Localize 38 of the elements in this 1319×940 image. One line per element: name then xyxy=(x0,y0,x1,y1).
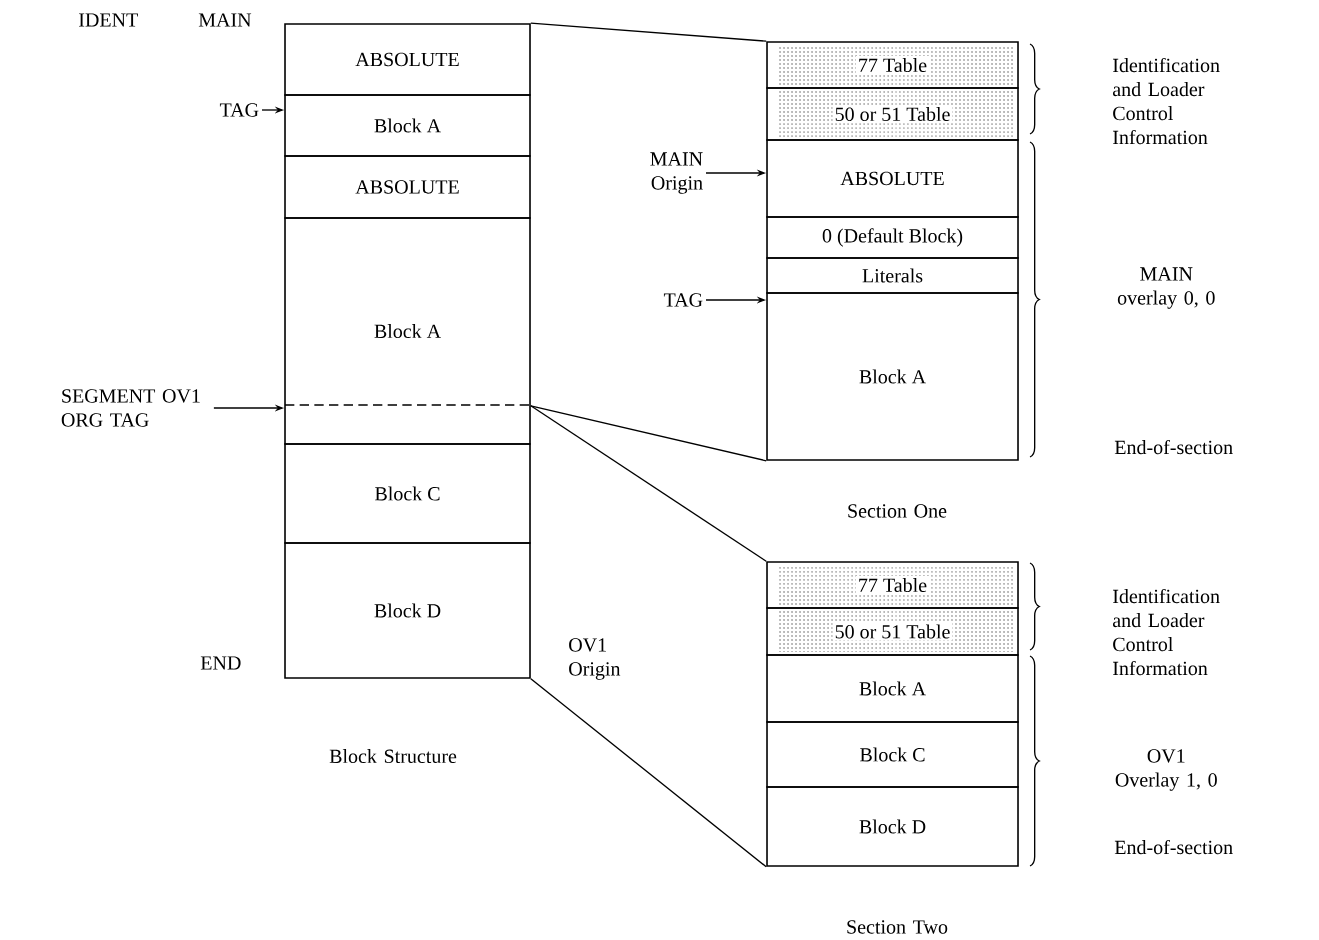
projection-line xyxy=(530,405,767,562)
label: MAIN xyxy=(198,13,252,27)
table-cell: 50 or 51 Table xyxy=(766,87,1019,141)
memory-block: Block A xyxy=(284,217,531,445)
memory-block: Block A xyxy=(284,94,531,157)
label: Section Two xyxy=(847,920,948,934)
memory-block: ABSOLUTE xyxy=(284,23,531,96)
projection-line xyxy=(530,22,767,42)
table-cell: 77 Table xyxy=(766,41,1019,89)
label: MAIN overlay 0, 0 xyxy=(1117,267,1215,309)
table-cell: 50 or 51 Table xyxy=(766,607,1019,656)
label: IDENT xyxy=(79,13,138,27)
label: Block Structure xyxy=(329,749,457,764)
memory-block: Literals xyxy=(766,257,1019,294)
memory-block: Block D xyxy=(766,786,1019,867)
label: OV1 Overlay 1, 0 xyxy=(1115,749,1217,791)
pointer-label: TAG xyxy=(663,293,703,307)
projection-line xyxy=(530,678,767,868)
label: END xyxy=(200,656,241,670)
projection-line xyxy=(530,405,767,462)
memory-block: 0 (Default Block) xyxy=(766,216,1019,259)
memory-block: Block A xyxy=(766,292,1019,461)
memory-block: ABSOLUTE xyxy=(766,139,1019,218)
pointer-label: TAG xyxy=(219,103,259,117)
label: Identification and Loader Control Information xyxy=(1113,57,1220,145)
label: OV1 Origin xyxy=(569,638,621,680)
memory-block: ABSOLUTE xyxy=(284,155,531,219)
pointer-label: MAIN Origin xyxy=(650,152,703,194)
table-cell: 77 Table xyxy=(766,561,1019,609)
label: Section One xyxy=(848,504,947,518)
memory-block: Block A xyxy=(766,654,1019,723)
label: Identification and Loader Control Information xyxy=(1113,588,1220,676)
label: End-of-section xyxy=(1114,839,1233,855)
memory-block: Block C xyxy=(766,721,1019,788)
memory-block: Block C xyxy=(284,443,531,544)
memory-block: Block D xyxy=(284,542,531,679)
label: End-of-section xyxy=(1114,439,1233,455)
pointer-label: SEGMENT OV1 ORG TAG xyxy=(61,389,200,427)
